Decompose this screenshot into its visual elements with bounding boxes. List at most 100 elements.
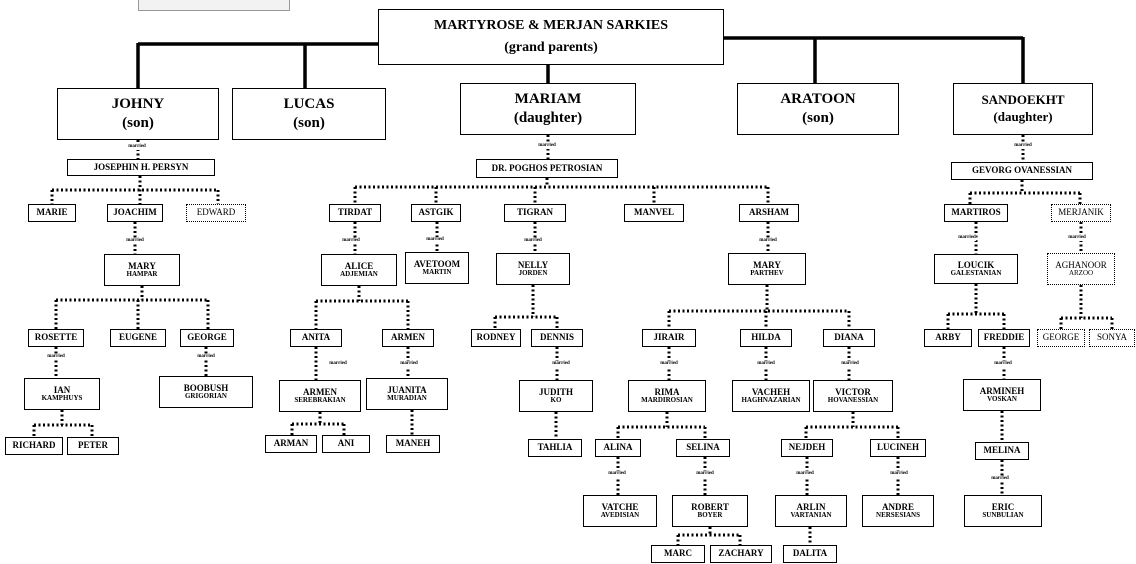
- married-label: married: [759, 238, 777, 244]
- grandparents-box: MARTYROSE & MERJAN SARKIES (grand parent…: [378, 9, 724, 65]
- person-diana: DIANA: [823, 329, 875, 347]
- married-label: married: [47, 354, 65, 360]
- person-name: ARMAN: [273, 438, 309, 449]
- person-name: SONYA: [1096, 332, 1127, 343]
- married-label: married: [757, 361, 775, 367]
- person-maneh: MANEH: [386, 435, 440, 453]
- person-edward: EDWARD: [186, 204, 246, 222]
- married-label: married: [426, 237, 444, 243]
- person-name: ARBY: [935, 332, 961, 343]
- married-label: married: [608, 471, 626, 477]
- child-role: (son): [802, 110, 834, 126]
- person-name: RICHARD: [12, 440, 56, 451]
- person-name: JOSEPHIN H. PERSYN: [93, 161, 189, 172]
- person-poghos: DR. POGHOS PETROSIAN: [476, 159, 618, 178]
- person-surname: MARTIN: [422, 268, 452, 277]
- person-surname: VOSKAN: [987, 395, 1017, 404]
- person-george-s: GEORGE: [1037, 329, 1085, 347]
- person-name: GEVORG OVANESSIAN: [972, 165, 1072, 176]
- person-name: ROBERT: [691, 501, 729, 512]
- person-tirdat: TIRDAT: [329, 204, 381, 222]
- person-surname: HAGHNAZARIAN: [741, 396, 801, 405]
- married-label: married: [126, 238, 144, 244]
- person-name: DENNIS: [539, 332, 574, 343]
- person-josephin: JOSEPHIN H. PERSYN: [67, 159, 215, 176]
- person-name: JUDITH: [538, 386, 573, 397]
- person-tahlia: TAHLIA: [528, 439, 582, 457]
- person-name: ARMEN: [391, 332, 425, 343]
- person-name: MARIE: [36, 207, 68, 218]
- person-nejdeh: NEJDEH: [781, 439, 833, 457]
- married-label: married: [329, 361, 347, 367]
- person-name: DR. POGHOS PETROSIAN: [491, 162, 603, 173]
- person-martiros: MARTIROS: [944, 204, 1008, 222]
- person-name: ARSHAM: [749, 207, 789, 218]
- child-lucas-box: LUCAS (son): [232, 88, 386, 140]
- person-name: BOOBUSH: [183, 382, 229, 393]
- person-name: JUANITA: [387, 384, 427, 395]
- person-rosette: ROSETTE: [28, 329, 84, 347]
- person-melina: MELINA: [975, 442, 1029, 460]
- person-name: ALICE: [344, 260, 374, 271]
- child-name: MARIAM: [514, 90, 582, 107]
- married-label: married: [552, 361, 570, 367]
- person-alina: ALINA: [595, 439, 641, 457]
- person-name: JOACHIM: [113, 207, 157, 218]
- person-name: NELLY: [517, 259, 549, 270]
- person-name: ARMEN: [303, 386, 337, 397]
- person-dalita: DALITA: [783, 545, 837, 563]
- person-name: MARTIROS: [951, 207, 1001, 218]
- person-surname: MARDIROSIAN: [641, 396, 693, 405]
- married-label: married: [958, 235, 976, 241]
- person-name: EUGENE: [118, 332, 157, 343]
- person-arsham: ARSHAM: [739, 204, 799, 222]
- person-surname: MURADIAN: [387, 394, 427, 403]
- married-label: married: [796, 471, 814, 477]
- child-name: SANDOEKHT: [981, 92, 1065, 108]
- married-label: married: [1068, 235, 1086, 241]
- person-name: PETER: [77, 440, 108, 451]
- person-freddie: FREDDIE: [978, 329, 1030, 347]
- person-marie: MARIE: [28, 204, 76, 222]
- person-name: FREDDIE: [983, 332, 1025, 343]
- person-name: ANDRE: [881, 501, 914, 512]
- person-arby: ARBY: [924, 329, 972, 347]
- married-label: married: [524, 238, 542, 244]
- person-name: EDWARD: [196, 207, 236, 218]
- person-eugene: EUGENE: [110, 329, 166, 347]
- person-name: ARLIN: [796, 501, 826, 512]
- person-hilda: HILDA: [740, 329, 792, 347]
- person-name: GEORGE: [1042, 332, 1080, 343]
- child-role: (son): [293, 115, 325, 131]
- person-name: GEORGE: [187, 332, 227, 343]
- person-name: ANI: [337, 438, 355, 449]
- person-surname: ADJEMIAN: [340, 270, 378, 279]
- person-surname: VARTANIAN: [790, 511, 832, 520]
- person-surname: KAMPHUYS: [41, 394, 83, 403]
- person-name: VATCHE: [601, 501, 639, 512]
- person-anita: ANITA: [290, 329, 342, 347]
- person-name: TIGRAN: [516, 207, 553, 218]
- person-dennis: DENNIS: [531, 329, 583, 347]
- child-aratoon-box: ARATOON (son): [737, 83, 899, 135]
- person-george-j: GEORGE: [180, 329, 234, 347]
- person-name: DALITA: [792, 548, 828, 559]
- person-surname: ARZOO: [1068, 269, 1094, 278]
- person-name: VACHEH: [751, 386, 791, 397]
- married-label: married: [841, 361, 859, 367]
- person-name: NEJDEH: [788, 442, 826, 453]
- child-role: (daughter): [993, 109, 1053, 124]
- grandparents-names: MARTYROSE & MERJAN SARKIES: [433, 18, 669, 34]
- grandparents-label: (grand parents): [504, 40, 598, 55]
